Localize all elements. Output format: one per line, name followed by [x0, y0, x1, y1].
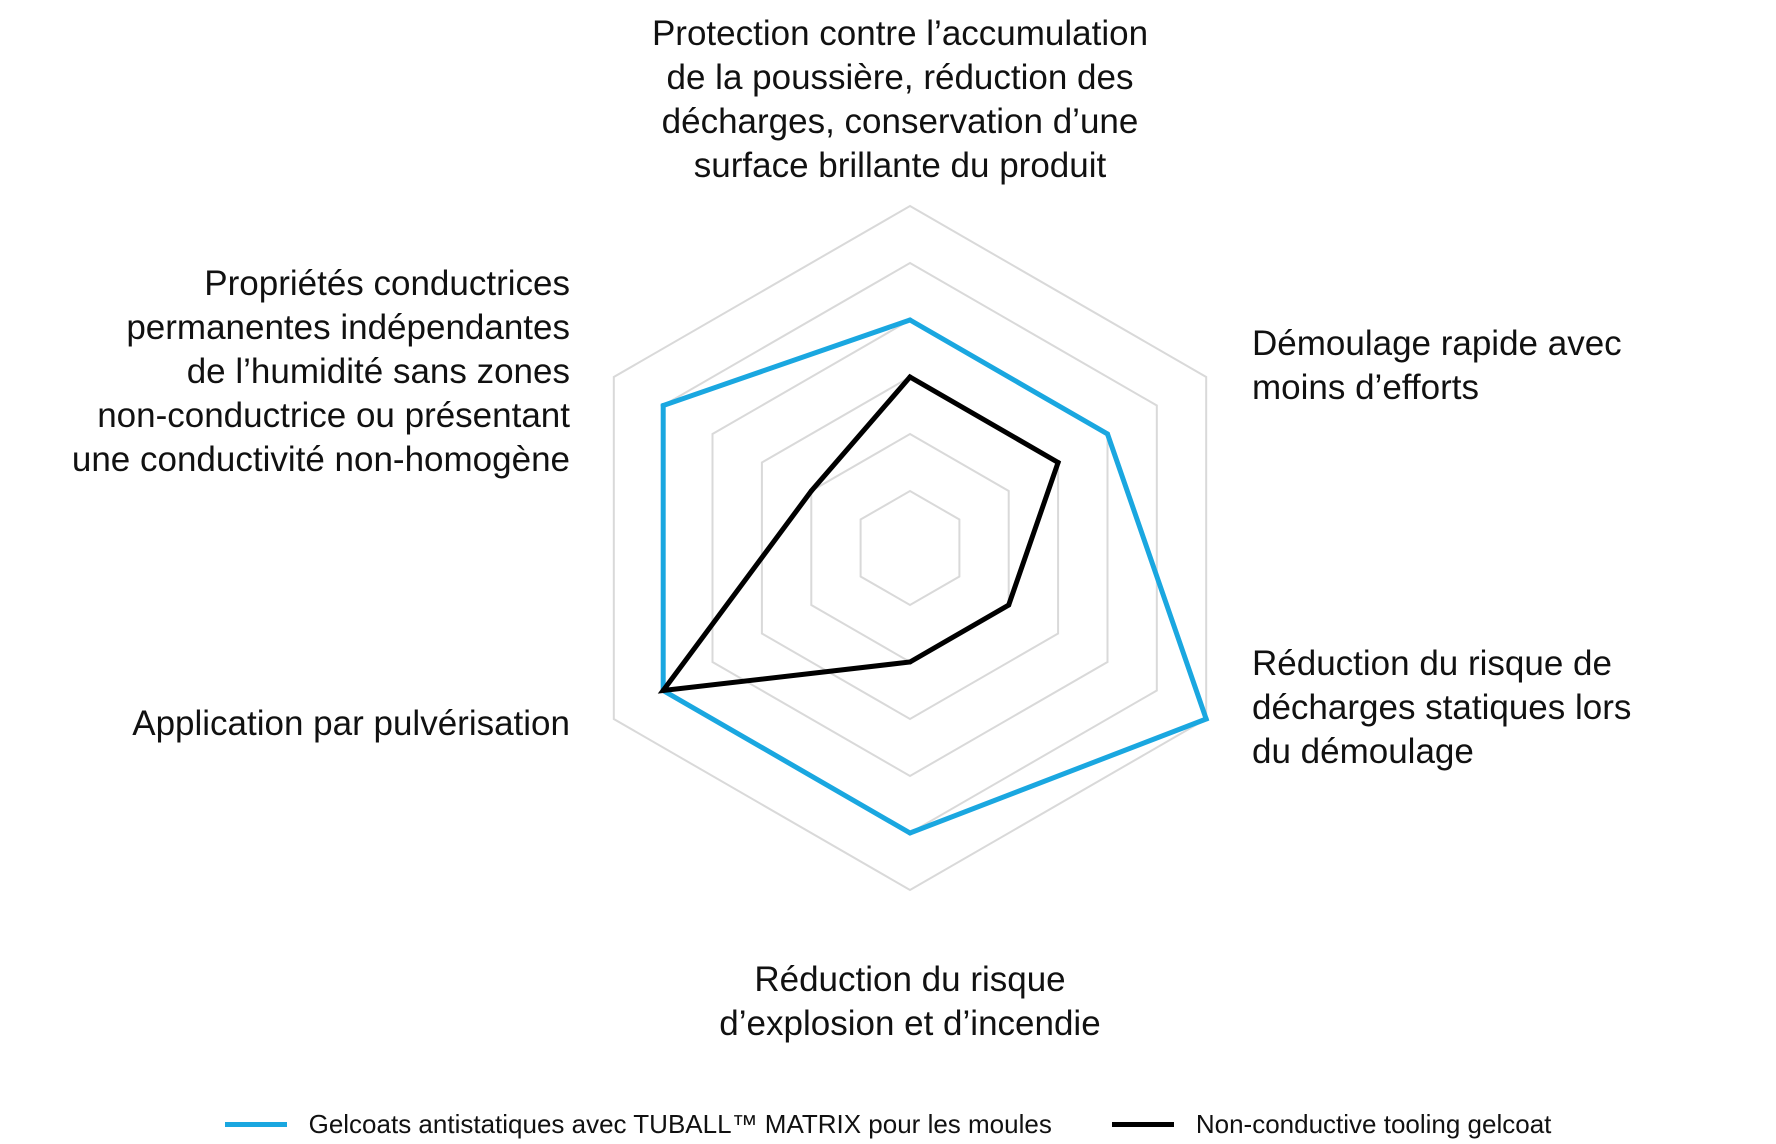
series-0-point-0	[907, 317, 913, 323]
grid-ring-1	[859, 489, 961, 607]
legend-label-tuball: Gelcoats antistatiques avec TUBALL™ MATR…	[308, 1108, 1052, 1139]
legend-swatch-tuball	[224, 1121, 287, 1127]
series-0-point-3	[907, 830, 913, 836]
grid-ring-5	[662, 261, 1158, 835]
axis-label-pulverisation: Application par pulvérisation	[132, 704, 570, 743]
axis-label-decharges-statiques: Réduction du risque de décharges statiqu…	[1252, 644, 1632, 771]
axis-label-proprietes-conductrices: Propriétés conductrices permanentes indé…	[71, 264, 570, 479]
axis-label-explosion-incendie: Réduction du risque d’explosion et d’inc…	[719, 960, 1101, 1043]
legend-swatch-non-conductive	[1111, 1121, 1174, 1127]
series-1-point-3	[907, 659, 913, 665]
axis-label-protection: Protection contre l’accumulation de la p…	[651, 14, 1149, 185]
grid-ring-2	[810, 432, 1010, 664]
grid-ring-6	[612, 204, 1208, 892]
series-1-point-2	[1006, 602, 1012, 608]
grid-ring-3	[760, 375, 1060, 721]
axis-label-demoulage: Démoulage rapide avec moins d’efforts	[1252, 324, 1622, 407]
series-1-point-1	[1055, 460, 1061, 465]
series-0-point-2	[1203, 716, 1209, 722]
legend-item-non-conductive: Non-conductive tooling gelcoat	[1111, 1108, 1552, 1140]
series-1-point-4	[660, 688, 666, 693]
series-1-point-5	[808, 488, 814, 494]
series-0-point-5	[660, 403, 666, 408]
legend-item-tuball: Gelcoats antistatiques avec TUBALL™ MATR…	[224, 1108, 1052, 1140]
legend-label-non-conductive: Non-conductive tooling gelcoat	[1195, 1108, 1552, 1139]
legend: Gelcoats antistatiques avec TUBALL™ MATR…	[0, 1104, 1776, 1144]
series-1-point-0	[907, 374, 913, 380]
series-0-point-1	[1105, 431, 1110, 437]
series-line-0	[660, 317, 1210, 836]
